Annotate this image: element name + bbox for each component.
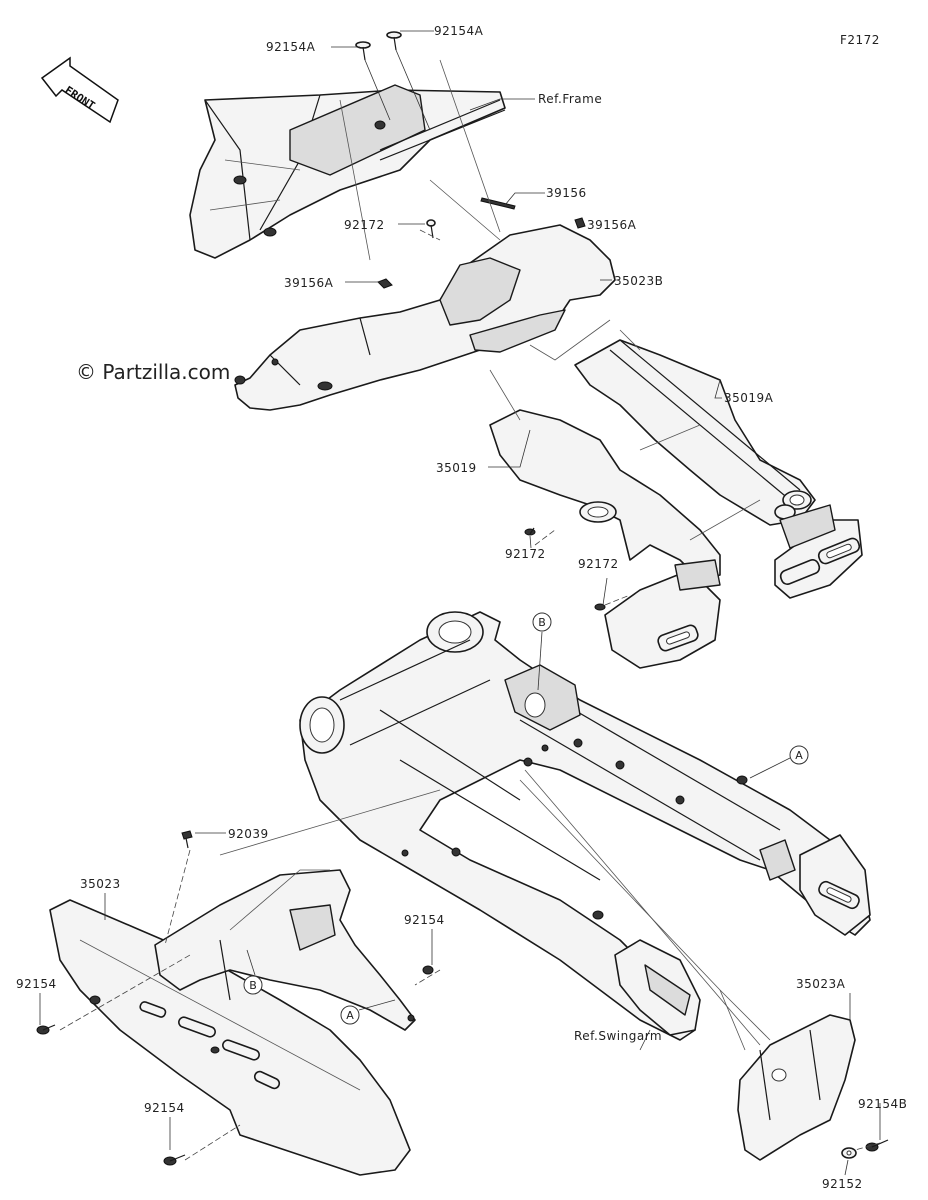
- label-92172-mid: 92172: [505, 547, 546, 561]
- bolt-92039-icon: [181, 830, 193, 849]
- label-92154-bottom: 92154: [144, 1101, 185, 1115]
- callout-b-top: B: [532, 612, 552, 691]
- label-92172-low: 92172: [578, 557, 619, 571]
- svg-text:A: A: [795, 749, 803, 762]
- bolt-92154-mid-icon: [422, 965, 434, 975]
- washer-92152-icon: [841, 1147, 857, 1159]
- label-92172-top: 92172: [344, 218, 385, 232]
- label-35019: 35019: [436, 461, 477, 475]
- svg-text:B: B: [249, 979, 257, 992]
- bolt-92154A-left-icon: [355, 41, 371, 61]
- bolt-92154A-right-icon: [386, 31, 402, 51]
- label-92039: 92039: [228, 827, 269, 841]
- side-cover-35019A: [574, 339, 863, 599]
- label-92154-mid: 92154: [404, 913, 445, 927]
- label-92154-left: 92154: [16, 977, 57, 991]
- label-ref-frame: Ref.Frame: [538, 92, 602, 106]
- cover-35023A: [737, 1014, 856, 1161]
- label-92152: 92152: [822, 1177, 863, 1191]
- bolt-92154B-icon: [865, 1139, 889, 1152]
- label-92154B: 92154B: [858, 1097, 907, 1111]
- bolt-92172-top-icon: [426, 219, 436, 239]
- label-35019A: 35019A: [724, 391, 774, 405]
- label-92154A-left: 92154A: [266, 40, 316, 54]
- svg-text:B: B: [538, 616, 546, 629]
- bolt-92154-left-icon: [36, 1024, 56, 1035]
- svg-text:A: A: [346, 1009, 354, 1022]
- label-ref-swingarm: Ref.Swingarm: [574, 1029, 662, 1043]
- callout-a-lower: A: [340, 999, 396, 1025]
- rear-frame-ref: [189, 84, 506, 259]
- bolt-92154-bottom-icon: [163, 1154, 186, 1166]
- leader-lines: [39, 30, 881, 1176]
- callout-a-right: A: [749, 745, 809, 779]
- bolt-92172-mid-icon: [524, 527, 536, 536]
- front-arrow-icon: FRONT: [40, 56, 119, 124]
- label-39156A-left: 39156A: [284, 276, 334, 290]
- bolt-92172-low-icon: [594, 603, 606, 611]
- side-cover-35019: [489, 409, 721, 669]
- label-39156: 39156: [546, 186, 587, 200]
- label-35023A: 35023A: [796, 977, 846, 991]
- rear-hugger-fender: [154, 869, 416, 1031]
- label-35023B: 35023B: [614, 274, 663, 288]
- label-92154A-right: 92154A: [434, 24, 484, 38]
- watermark: © Partzilla.com: [76, 360, 230, 384]
- callout-b-lower: B: [243, 949, 263, 995]
- figure-code: F2172: [840, 33, 880, 47]
- label-35023: 35023: [80, 877, 121, 891]
- label-39156A-right: 39156A: [587, 218, 637, 232]
- swingarm-ref: [299, 611, 871, 1041]
- rear-inner-fender: [234, 197, 616, 411]
